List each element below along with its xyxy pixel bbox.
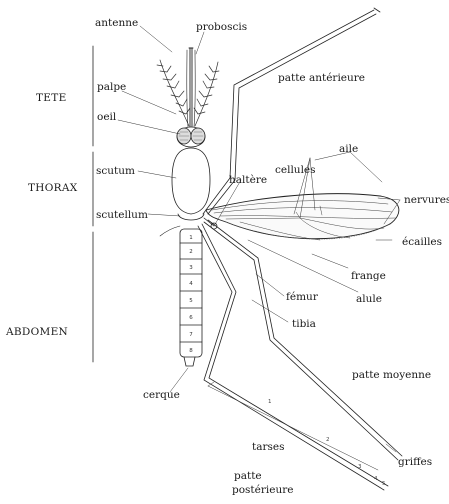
label-scutellum: scutellum (96, 209, 148, 221)
segment-number: 8 (189, 348, 193, 354)
proboscis (188, 47, 194, 129)
section-abdomen: ABDOMEN (6, 326, 69, 338)
label-patte-moyenne: patte moyenne (352, 369, 432, 381)
label-antenne: antenne (95, 17, 139, 29)
tarsus-numbers: 1 2 3 4 5 (268, 399, 386, 487)
segment-number: 2 (189, 249, 193, 255)
tarsus-number: 2 (326, 437, 330, 443)
scutellum-plate (177, 213, 205, 221)
hind-leg (197, 223, 389, 491)
label-palpe: palpe (97, 81, 127, 93)
label-oeil: oeil (97, 111, 117, 123)
tarsus-number: 4 (374, 476, 378, 482)
label-patte-posterieure-line1: patte (234, 470, 262, 482)
label-haltere: haltère (229, 174, 268, 186)
label-alule: alule (356, 293, 382, 305)
section-thorax: THORAX (28, 182, 78, 194)
segment-number: 3 (189, 265, 193, 271)
abdomen-segment-numbers: 1 2 3 4 5 6 7 8 (189, 235, 193, 354)
label-griffes: griffes (398, 456, 433, 468)
segment-number: 1 (189, 235, 193, 241)
segment-number: 6 (189, 315, 193, 321)
section-tete: TETE (36, 92, 67, 104)
label-patte-posterieure-line2: postérieure (232, 484, 294, 496)
tarsus-number: 3 (358, 464, 362, 470)
front-leg (202, 7, 381, 215)
label-tarses: tarses (252, 441, 285, 453)
label-patte-anterieure: patte antérieure (278, 72, 366, 84)
tarsus-number: 5 (382, 481, 386, 487)
segment-number: 5 (189, 298, 193, 304)
label-proboscis: proboscis (196, 21, 248, 33)
label-cerque: cerque (143, 389, 180, 401)
wing (205, 193, 400, 241)
middle-leg (203, 219, 403, 461)
label-ecailles: écailles (402, 236, 443, 248)
label-frange: frange (351, 270, 386, 282)
label-cellules: cellules (275, 164, 316, 176)
antennae (156, 59, 220, 127)
thorax (171, 147, 211, 215)
palps (186, 49, 196, 128)
label-scutum: scutum (96, 165, 135, 177)
segment-number: 7 (189, 332, 193, 338)
tarsus-number: 1 (268, 399, 272, 405)
segment-number: 4 (189, 281, 193, 287)
leader-lines (117, 25, 401, 471)
abdomen (179, 228, 203, 367)
label-femur: fémur (286, 291, 318, 303)
label-tibia: tibia (292, 318, 316, 330)
label-aile: aile (339, 143, 359, 155)
head (176, 126, 206, 148)
coxa-left (159, 225, 181, 237)
label-nervures: nervures (404, 194, 449, 206)
